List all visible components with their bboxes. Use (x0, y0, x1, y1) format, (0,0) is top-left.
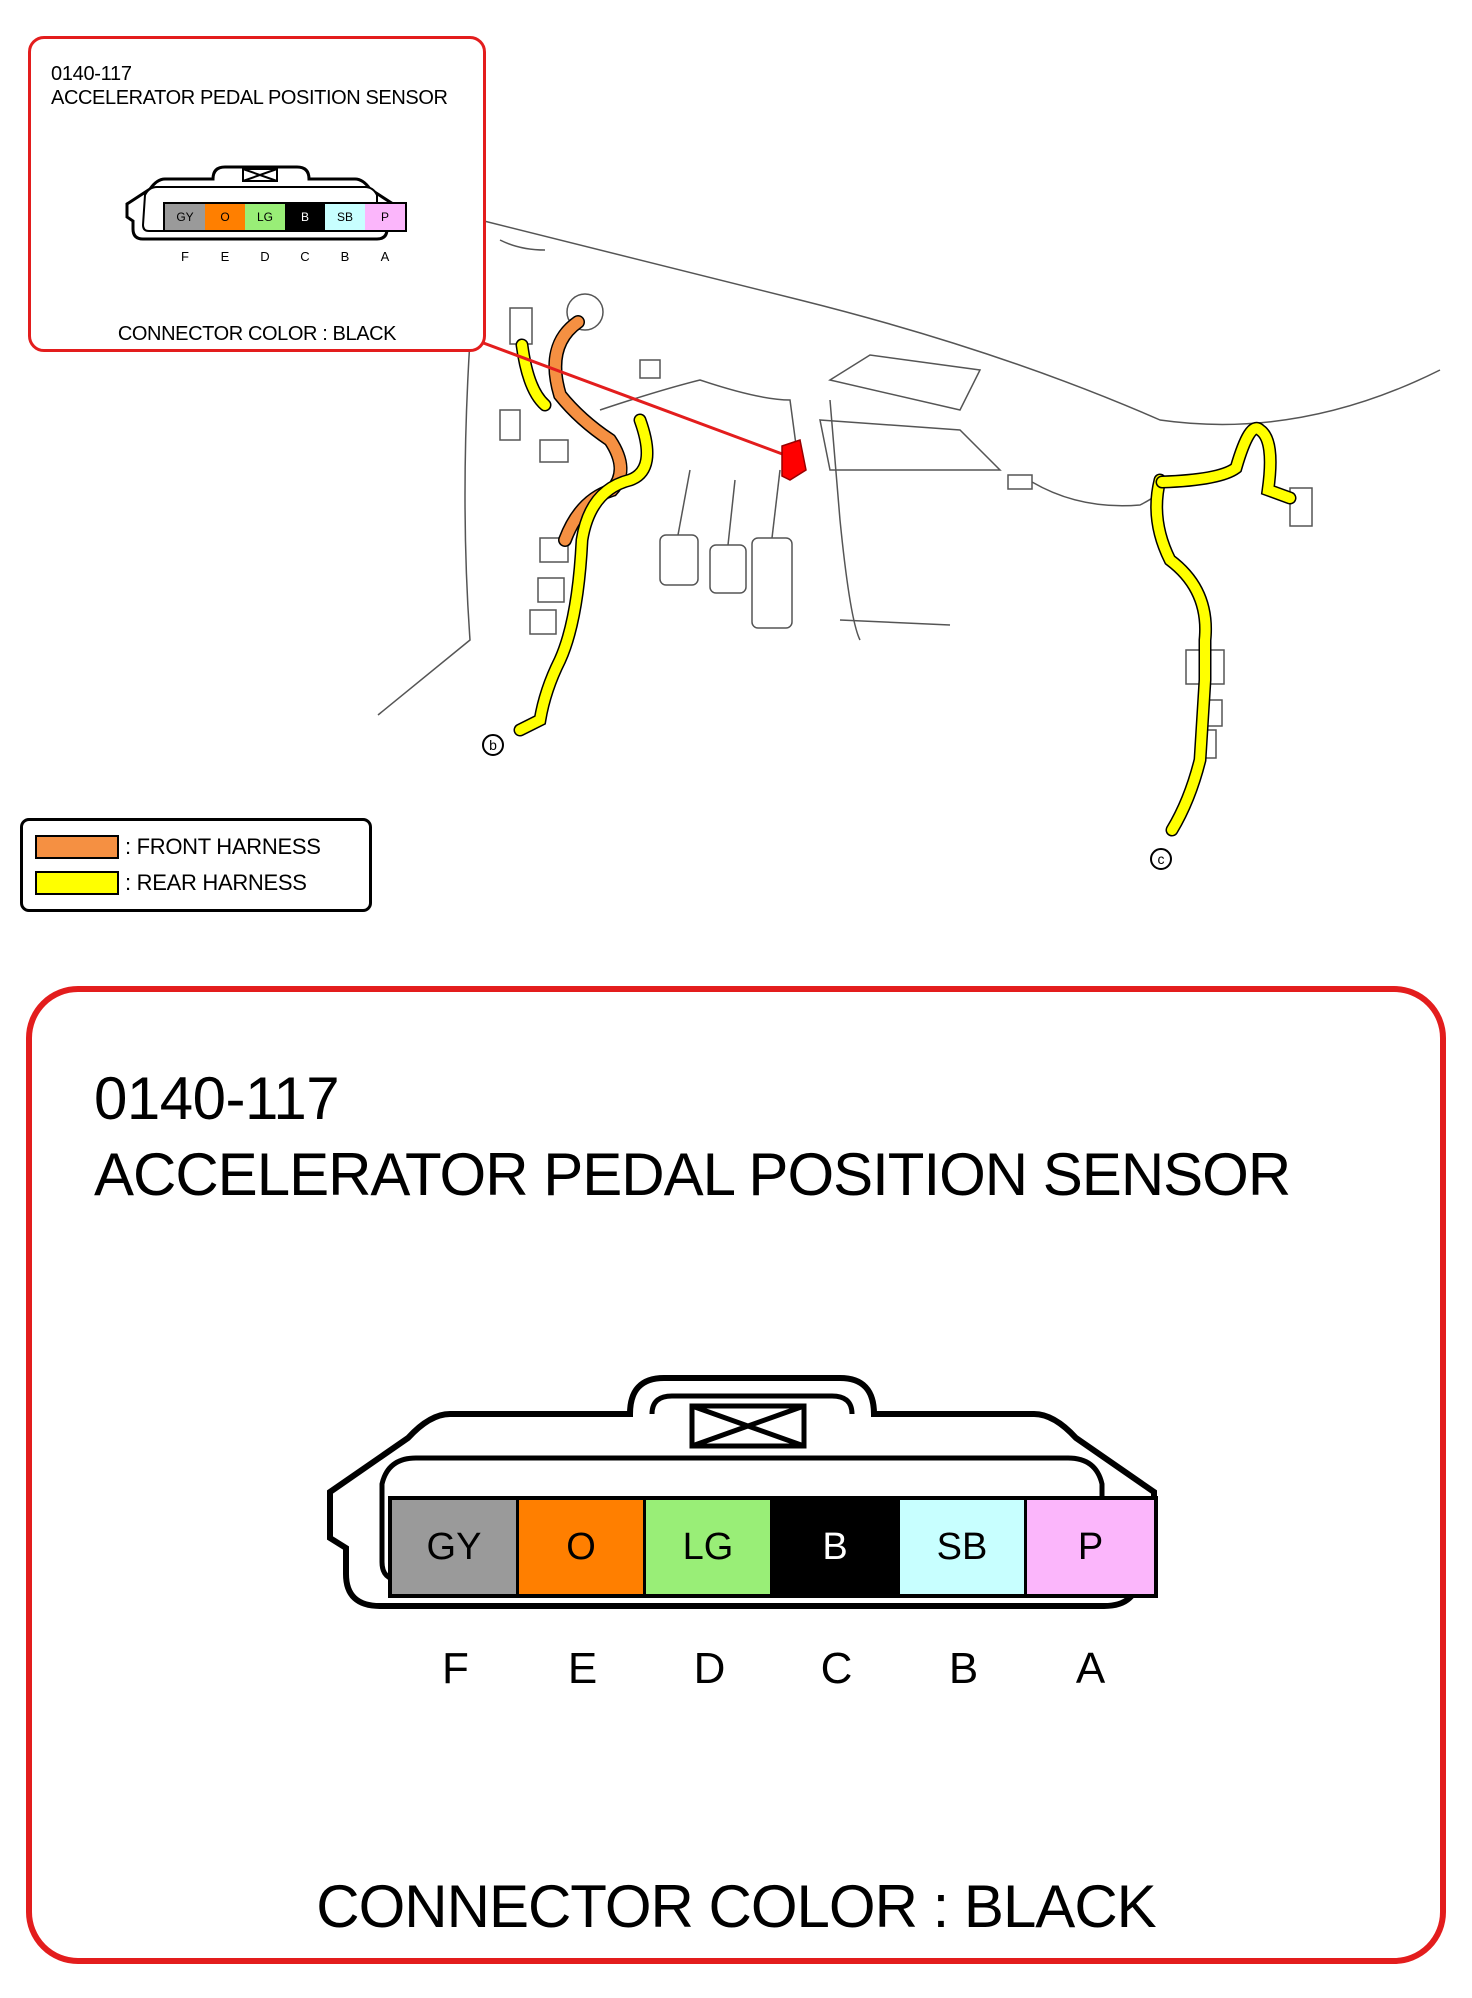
connector-code-small: 0140-117 (51, 63, 132, 85)
harness-end-label-b: b (482, 734, 504, 756)
pin-label-c: C (820, 1644, 853, 1693)
harness-end-label-c: c (1150, 848, 1172, 870)
cavity-wire-p: P (1027, 1500, 1154, 1594)
cavity-wire-b: B (773, 1500, 900, 1594)
cavity-wire-o: O (519, 1500, 646, 1594)
connector-name-small: ACCELERATOR PEDAL POSITION SENSOR (51, 87, 448, 109)
pin-label-small: B (340, 249, 350, 264)
legend-label: : FRONT HARNESS (125, 834, 321, 859)
cavity-wire-small: O (205, 204, 245, 230)
connector-color-small: CONNECTOR COLOR : BLACK (117, 323, 397, 345)
cavity-wire-gy: GY (392, 1500, 519, 1594)
harness-legend: : FRONT HARNESS : REAR HARNESS (20, 818, 372, 912)
cavity-wire-small: B (285, 204, 325, 230)
cavity-wire-small: LG (245, 204, 285, 230)
connector-name: ACCELERATOR PEDAL POSITION SENSOR (94, 1141, 1291, 1208)
legend-label: : REAR HARNESS (125, 870, 307, 895)
pin-label-small: C (300, 249, 310, 264)
highlighted-connector-icon (781, 439, 807, 481)
cavity-wire-small: P (365, 204, 405, 230)
pin-label-f: F (442, 1644, 469, 1693)
pin-label-small: F (181, 249, 189, 264)
legend-item-front: : FRONT HARNESS (35, 833, 321, 861)
legend-item-rear: : REAR HARNESS (35, 869, 307, 897)
cavity-wire-sb: SB (900, 1500, 1027, 1594)
pin-label-small: D (260, 249, 270, 264)
front-harness-swatch (35, 835, 119, 859)
connector-detail-large: 0140-117 ACCELERATOR PEDAL POSITION SENS… (26, 986, 1446, 1964)
rear-harness-swatch (35, 871, 119, 895)
pin-label-small: E (220, 249, 230, 264)
connector-callout-small: 0140-117 ACCELERATOR PEDAL POSITION SENS… (28, 36, 486, 352)
pin-label-e: E (567, 1644, 598, 1693)
cavity-wire-lg: LG (646, 1500, 773, 1594)
pin-label-b: B (948, 1644, 979, 1693)
harness-location-illustration (377, 219, 1441, 837)
cavity-wire-small: SB (325, 204, 365, 230)
cavity-wire-small: GY (165, 204, 205, 230)
connector-code: 0140-117 (94, 1065, 340, 1132)
pin-label-d: D (693, 1644, 726, 1693)
pin-label-small: A (380, 249, 390, 264)
connector-color: CONNECTOR COLOR : BLACK (316, 1873, 1156, 1940)
pin-label-a: A (1075, 1644, 1106, 1693)
